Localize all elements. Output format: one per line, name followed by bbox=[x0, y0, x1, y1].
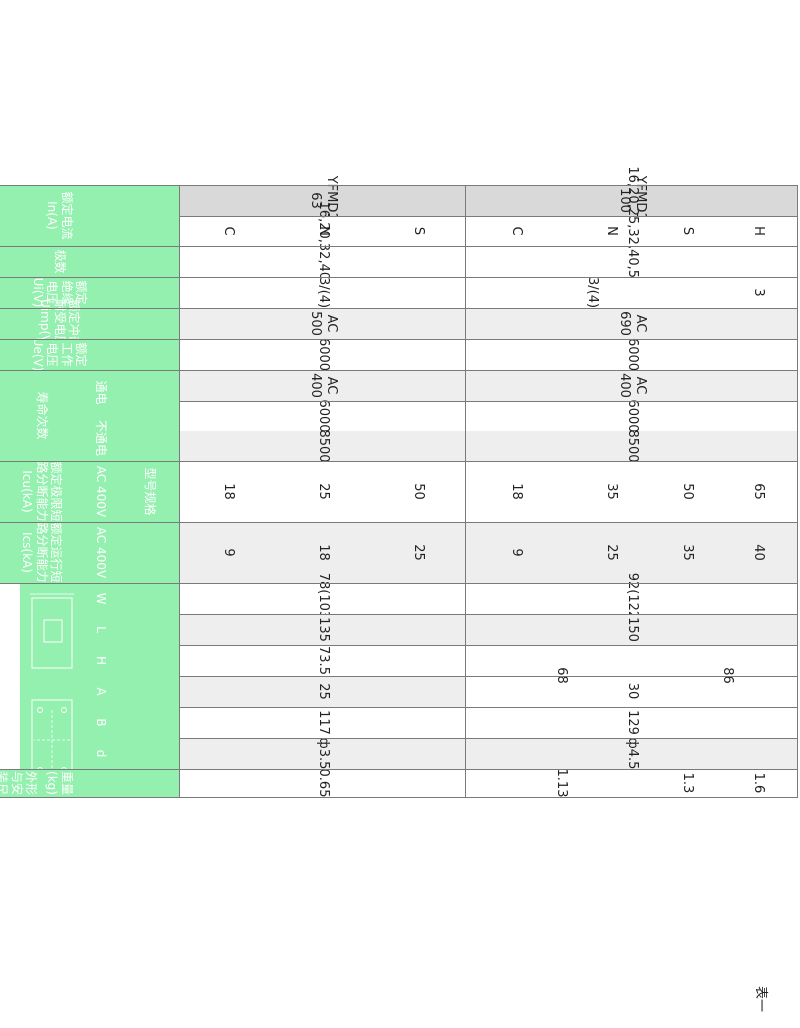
grade-100-N: N bbox=[566, 216, 656, 246]
label-life-on: 通电 bbox=[83, 370, 119, 415]
life-on-63: 6000 bbox=[180, 399, 466, 433]
label-dim-H: H bbox=[83, 645, 119, 676]
A-100: 30 bbox=[624, 682, 640, 700]
icu-63-S: 50 bbox=[371, 461, 466, 522]
poles-100: 3/(4) bbox=[466, 277, 718, 308]
uimp-100: 6000 bbox=[466, 338, 798, 371]
life-off-63: 8500 bbox=[180, 429, 466, 463]
uimp-63: 6000 bbox=[180, 338, 466, 371]
label-life: 寿命次数 bbox=[0, 370, 83, 461]
grade-100-S: S bbox=[656, 216, 718, 246]
B-63: 117 bbox=[180, 707, 466, 738]
weight-100-H: 1.6 bbox=[718, 769, 798, 797]
grade-63-S: S bbox=[371, 216, 466, 246]
label-life-off: 不通电 bbox=[83, 415, 119, 461]
grid-line bbox=[180, 614, 798, 615]
grid-line bbox=[180, 738, 798, 739]
d-100: ф4.5 bbox=[466, 738, 798, 769]
table-title: 表一 bbox=[753, 986, 768, 1013]
ics-100-N: 25 bbox=[566, 522, 656, 583]
grid-line bbox=[180, 645, 798, 646]
ui-100: AC 690 bbox=[466, 308, 798, 339]
ui-63: AC 500 bbox=[180, 308, 466, 339]
ics-100-H: 40 bbox=[718, 522, 798, 583]
ics-100-S: 35 bbox=[656, 522, 718, 583]
label-uimp: 额定冲击耐受电压Uimp(V) bbox=[0, 299, 119, 348]
label-dim-B: B bbox=[83, 707, 119, 738]
label-ue: 额定工作电压Ue(V) bbox=[0, 338, 119, 371]
H-63: 73.5 bbox=[180, 645, 466, 676]
ics-100-C: 9 bbox=[466, 522, 566, 583]
grid-line bbox=[0, 583, 798, 584]
icu-100-H: 65 bbox=[718, 461, 798, 522]
ics-63-S: 25 bbox=[371, 522, 466, 583]
label-dims: 外形与安装尺寸 bbox=[0, 769, 38, 797]
grid-line bbox=[0, 339, 798, 340]
B-100: 129 bbox=[466, 707, 798, 738]
label-icu: 额定极限短 路分断能力 Icu(kA) bbox=[0, 461, 83, 522]
life-on-100: 6000 bbox=[466, 399, 798, 433]
label-poles: 极数 bbox=[0, 246, 119, 277]
poles-100-H: 3 bbox=[718, 277, 798, 308]
label-icu-cond: AC 400V bbox=[83, 461, 119, 522]
poles-63: 3/(4) bbox=[180, 277, 466, 308]
label-dim-W: W bbox=[83, 583, 119, 614]
weight-100-S: 1.3 bbox=[656, 769, 718, 797]
icu-63-N: 25 bbox=[276, 461, 371, 522]
grade-100-C: C bbox=[466, 216, 566, 246]
grade-63-C: C bbox=[180, 216, 276, 246]
grid-line bbox=[180, 216, 798, 217]
L-100: 150 bbox=[466, 614, 798, 645]
current-100: 16,20,25,32,40,50,63,80,100 bbox=[466, 166, 798, 357]
L-63: 135 bbox=[180, 614, 466, 645]
grid-line bbox=[0, 308, 798, 309]
grid-line bbox=[0, 797, 798, 798]
weight-63: 0.65 bbox=[180, 769, 466, 797]
grid-line bbox=[0, 370, 798, 371]
life-off-100: 8500 bbox=[466, 429, 798, 463]
W-63: 78(103) bbox=[180, 573, 466, 624]
grid-line bbox=[0, 185, 798, 186]
dimension-drawing bbox=[20, 583, 83, 797]
label-current: 额定电流In(A) bbox=[0, 185, 119, 246]
d-63: ф3.5 bbox=[180, 738, 466, 769]
grid-line bbox=[0, 277, 798, 278]
label-ics: 额定运行短 路分断能力 Ics(kA) bbox=[0, 522, 83, 583]
current-63: 16,20,32,40,50,63 bbox=[180, 202, 466, 321]
grade-100-H: H bbox=[718, 216, 798, 246]
icu-100-C: 18 bbox=[466, 461, 566, 522]
grid-line bbox=[0, 522, 798, 523]
grid-line bbox=[180, 676, 798, 677]
ue-100: AC 400 bbox=[466, 370, 798, 401]
grid-line bbox=[0, 769, 798, 770]
grid-line bbox=[180, 707, 798, 708]
A-63: 25 bbox=[180, 676, 466, 707]
weight-100-C: 1.13 bbox=[466, 769, 656, 797]
label-dim-d: d bbox=[83, 738, 119, 769]
grid-line bbox=[0, 246, 798, 247]
label-ics-cond: AC 400V bbox=[83, 522, 119, 583]
label-dim-A: A bbox=[83, 676, 119, 707]
grid-line bbox=[180, 401, 798, 402]
grid-line bbox=[0, 461, 798, 462]
ue-63: AC 400 bbox=[180, 370, 466, 401]
icu-100-N: 35 bbox=[566, 461, 656, 522]
ics-63-C: 9 bbox=[180, 522, 276, 583]
icu-63-C: 18 bbox=[180, 461, 276, 522]
W-100: 92(122) bbox=[466, 573, 798, 624]
label-dim-L: L bbox=[83, 614, 119, 645]
icu-100-S: 50 bbox=[656, 461, 718, 522]
